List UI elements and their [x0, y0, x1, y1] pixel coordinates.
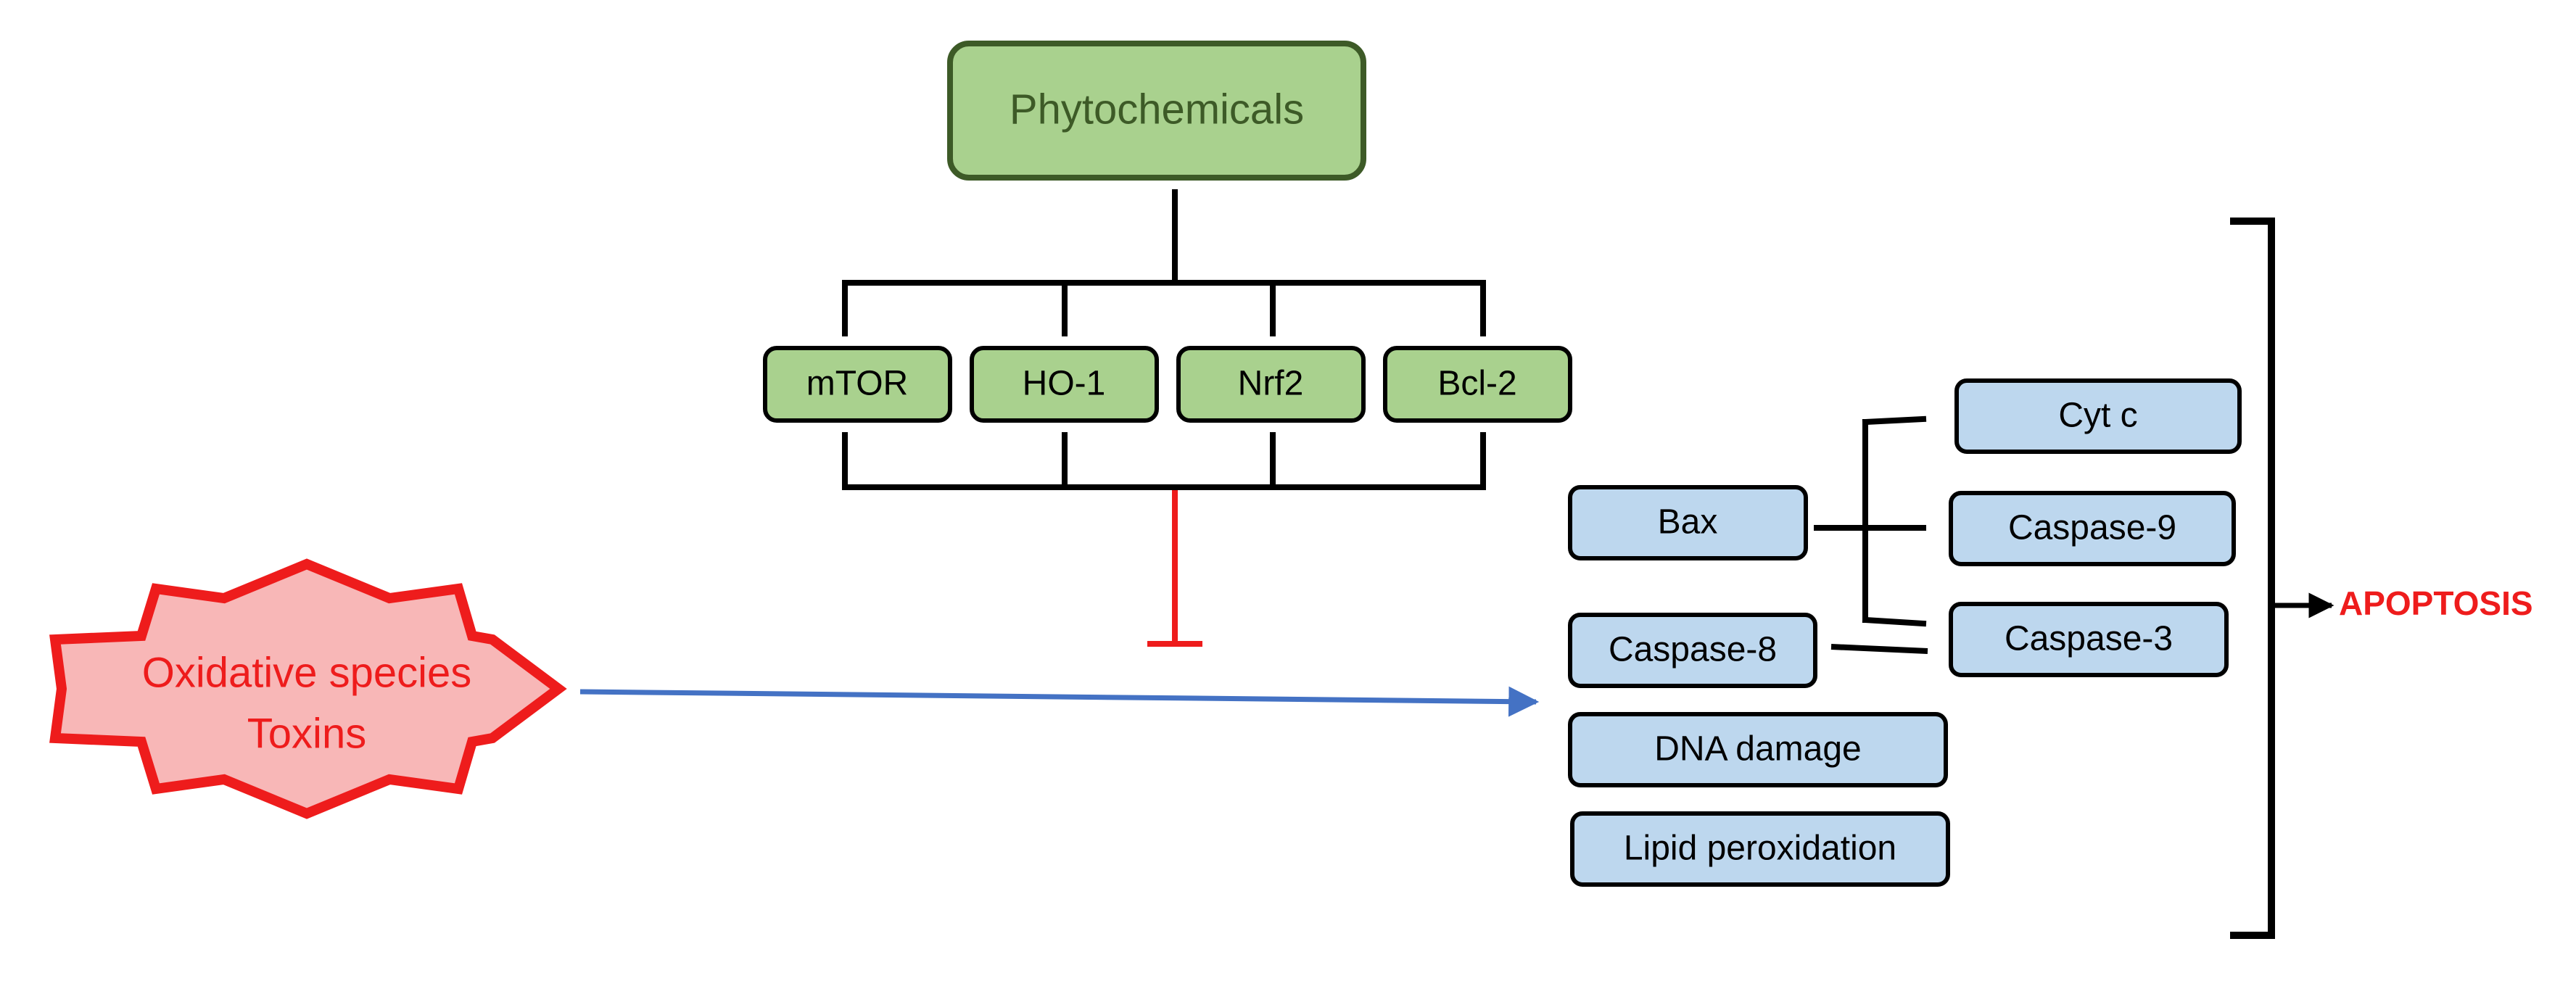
stressor-line2: Toxins: [247, 710, 366, 757]
target-node-bcl2: Bcl-2: [1383, 346, 1572, 423]
apoptosis-label: APOPTOSIS: [2339, 584, 2533, 622]
lipid-peroxidation-node: Lipid peroxidation: [1570, 811, 1950, 887]
target-node-ho1: HO-1: [970, 346, 1159, 423]
inhibition-symbol: [1147, 490, 1202, 647]
caspase8-label: Caspase-8: [1609, 631, 1777, 669]
caspase3-label: Caspase-3: [2005, 620, 2173, 658]
cytc-label: Cyt c: [2058, 397, 2137, 435]
caspase8-caspase3-connector: [1830, 644, 1928, 654]
upper-connector-tree: [842, 189, 1486, 336]
dna-damage-node: DNA damage: [1568, 712, 1948, 787]
target-label-bcl2: Bcl-2: [1437, 365, 1516, 403]
target-label-mtor: mTOR: [806, 365, 908, 403]
cytc-node: Cyt c: [1954, 378, 2242, 454]
dna-damage-label: DNA damage: [1654, 730, 1862, 769]
bax-label: Bax: [1658, 503, 1718, 542]
caspase9-label: Caspase-9: [2008, 509, 2176, 547]
target-label-ho1: HO-1: [1023, 365, 1106, 403]
phytochemicals-node: Phytochemicals: [947, 41, 1366, 181]
bax-branch-connector: [1814, 415, 1927, 627]
target-node-mtor: mTOR: [763, 346, 952, 423]
target-label-nrf2: Nrf2: [1238, 365, 1304, 403]
lipid-peroxidation-label: Lipid peroxidation: [1624, 829, 1896, 868]
lower-connector-tree: [842, 432, 1486, 490]
stressor-starburst: Oxidative species Toxins: [49, 558, 567, 819]
stressor-line1: Oxidative species: [142, 649, 472, 696]
stress-arrow: [579, 686, 1540, 717]
target-node-nrf2: Nrf2: [1176, 346, 1366, 423]
bax-node: Bax: [1568, 485, 1808, 560]
caspase9-node: Caspase-9: [1949, 491, 2236, 566]
phytochemicals-label: Phytochemicals: [1010, 86, 1304, 133]
apoptosis-bracket: [2230, 218, 2275, 939]
caspase8-node: Caspase-8: [1568, 613, 1817, 688]
caspase3-node: Caspase-3: [1949, 602, 2229, 677]
